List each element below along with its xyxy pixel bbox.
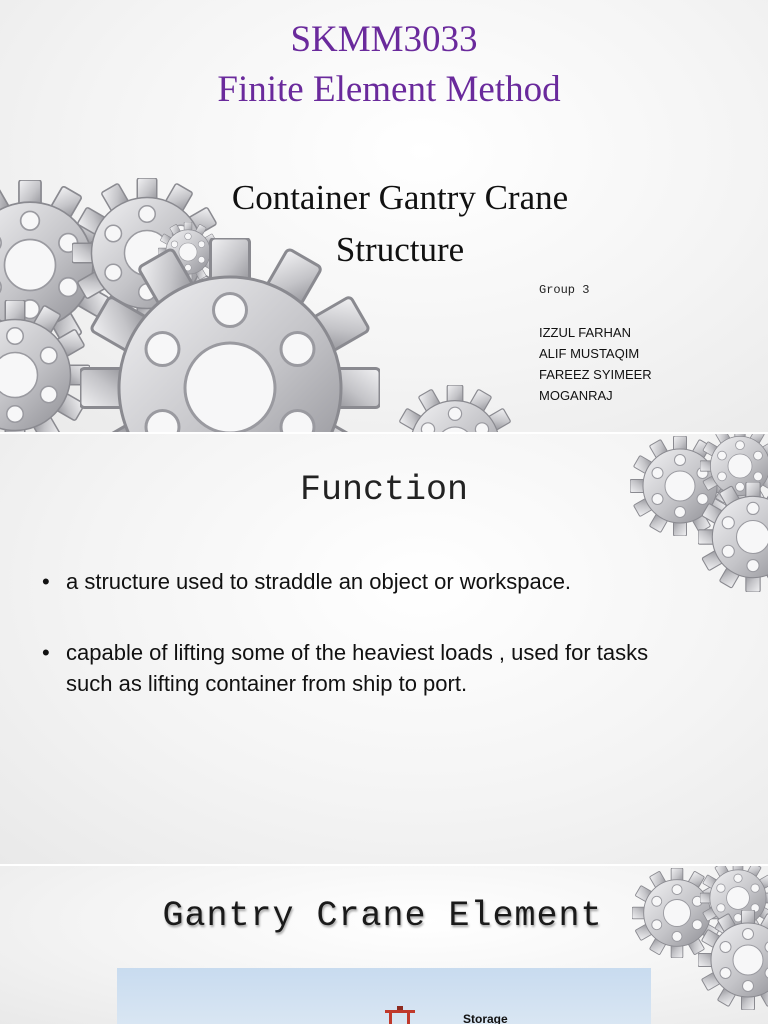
storage-label: Storage [463,1012,508,1024]
gear-icon [0,300,90,432]
bullet-text: capable of lifting some of the heaviest … [66,640,649,696]
bullet-item: • a structure used to straddle an object … [40,566,700,597]
member-name: ALIF MUSTAQIM [539,346,640,361]
function-slide: Function • a structure used to straddle a… [0,434,768,864]
bullet-item: • capable of lifting some of the heaviest… [40,637,700,699]
slide-heading: Gantry Crane Element [162,896,603,936]
course-name: Finite Element Method [217,69,561,110]
member-name: IZZUL FARHAN [539,325,631,340]
element-slide: Gantry Crane Element Storage [0,866,768,1024]
slide-heading: Function [299,470,469,510]
presentation-title: Container Gantry Crane Structure [231,178,569,269]
group-label: Group 3 [539,283,590,297]
crane-picture: Storage [117,968,651,1024]
gear-icon [395,385,515,432]
bullet-icon: • [42,569,50,594]
title-slide: SKMM3033 Finite Element Method Container… [0,0,768,432]
course-code: SKMM3033 [290,19,478,60]
bullet-list: • a structure used to straddle an object … [40,566,700,699]
bullet-text: a structure used to straddle an object o… [66,569,572,594]
member-list: IZZUL FARHAN ALIF MUSTAQIM FAREEZ SYIMEE… [539,322,652,406]
bullet-icon: • [42,640,50,665]
crane-icon [385,1006,415,1024]
member-name: FAREEZ SYIMEER [539,367,652,382]
member-name: MOGANRAJ [539,388,613,403]
